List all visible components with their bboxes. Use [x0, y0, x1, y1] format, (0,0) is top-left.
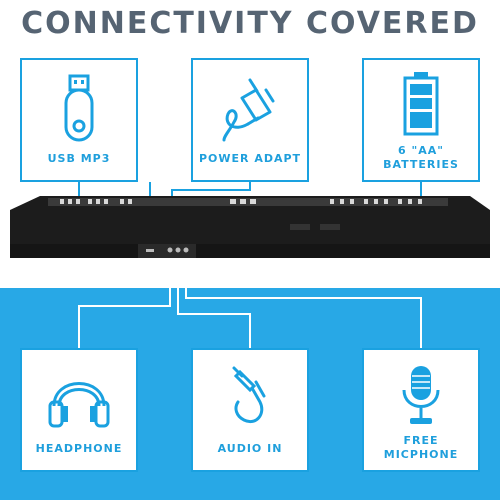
headphone-label: HEADPHONE [35, 442, 123, 455]
headphones-icon [48, 382, 110, 428]
card-power-adapt: POWER ADAPT [191, 58, 309, 182]
power-adapt-label: POWER ADAPT [198, 152, 302, 165]
power-plug-icon [222, 78, 275, 142]
microphone-label-line1: FREE [403, 434, 439, 447]
card-batteries: 6 "AA" BATTERIES [362, 58, 480, 182]
microphone-label-line2: MICPHONE [383, 448, 459, 461]
batteries-label-line1: 6 "AA" [398, 144, 444, 157]
audio-cable-icon [232, 366, 266, 423]
page-title: CONNECTIVITY COVERED [21, 6, 479, 41]
card-headphone: HEADPHONE [20, 348, 138, 472]
usb-drive-icon [64, 74, 94, 142]
card-audio-in: AUDIO IN [191, 348, 309, 472]
batteries-label-line2: BATTERIES [383, 158, 459, 171]
usb-mp3-label: USB MP3 [47, 152, 111, 165]
microphone-icon [402, 366, 440, 424]
card-microphone: FREE MICPHONE [362, 348, 480, 472]
battery-icon [403, 72, 439, 136]
audio-in-label: AUDIO IN [217, 442, 283, 455]
card-usb-mp3: USB MP3 [20, 58, 138, 182]
